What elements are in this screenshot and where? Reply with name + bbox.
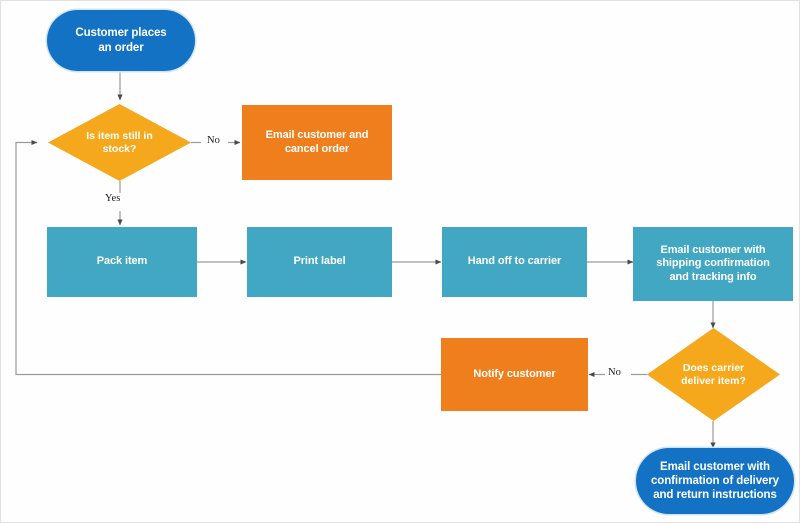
node-cancel-order[interactable]: Email customer and cancel order bbox=[242, 105, 392, 180]
node-delivery-decision-label: Does carrier deliver item? bbox=[681, 361, 746, 387]
edge-label-delivery-no: No bbox=[608, 367, 621, 378]
node-pack-item[interactable]: Pack item bbox=[47, 227, 197, 297]
node-shipping-email[interactable]: Email customer with shipping confirmatio… bbox=[633, 227, 793, 301]
node-delivery-email[interactable]: Email customer with confirmation of deli… bbox=[636, 448, 794, 514]
node-stock-decision-label: Is item still in stock? bbox=[86, 129, 153, 155]
node-delivery-decision[interactable]: Does carrier deliver item? bbox=[647, 328, 780, 421]
node-stock-decision[interactable]: Is item still in stock? bbox=[48, 104, 191, 181]
edge-label-stock-yes: Yes bbox=[105, 193, 121, 204]
node-start[interactable]: Customer places an order bbox=[47, 10, 195, 71]
node-print-label[interactable]: Print label bbox=[247, 227, 392, 297]
node-notify-customer[interactable]: Notify customer bbox=[441, 338, 588, 411]
node-hand-off[interactable]: Hand off to carrier bbox=[442, 227, 587, 297]
edge-label-stock-no: No bbox=[207, 135, 220, 146]
